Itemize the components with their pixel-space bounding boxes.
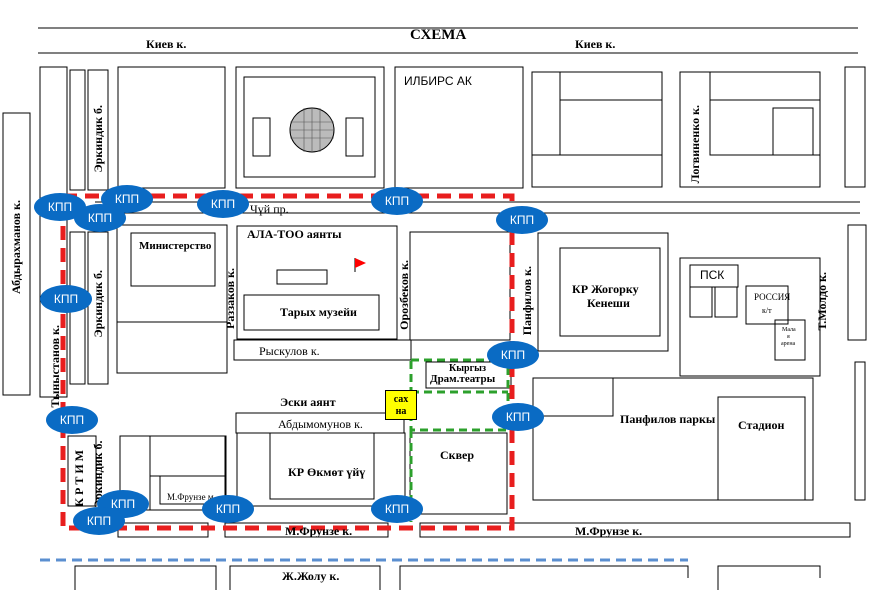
place-old-square: Эски аянт <box>280 395 336 409</box>
museum-building <box>243 294 380 331</box>
ryskulov-street <box>233 339 412 361</box>
government-building <box>269 432 375 500</box>
place-ministry: Министерство <box>139 240 212 252</box>
street-ryskulov: Рыскулов к. <box>259 344 320 358</box>
street-tynystanov: Тыныстанов к. <box>48 325 62 408</box>
square-block <box>409 432 508 515</box>
checkpoint-marker[interactable]: КПП <box>496 206 548 234</box>
checkpoint-marker[interactable]: КПП <box>492 403 544 431</box>
street-jolu: Ж.Жолу к. <box>282 569 340 583</box>
ilbirs-block <box>235 66 385 189</box>
frunze-museum <box>159 475 226 505</box>
place-small-line2: я <box>787 334 790 340</box>
street-logvinenko: Логвиненко к. <box>688 105 702 184</box>
place-panfilov-park: Панфилов паркы <box>620 412 716 426</box>
street-abdrakhmanov: Абдырахманов к. <box>9 200 23 294</box>
psk-building <box>689 264 739 288</box>
street-erkindik-top: Эркиндик б. <box>91 105 105 173</box>
place-drama-line1: Кыргыз <box>449 363 486 374</box>
place-square: Сквер <box>440 448 475 462</box>
place-stadium: Стадион <box>738 418 785 432</box>
ministry-building <box>130 232 216 287</box>
checkpoint-marker[interactable]: КПП <box>40 285 92 313</box>
place-psk: ПСК <box>700 268 725 282</box>
place-museum: Тарых музейи <box>280 305 357 319</box>
checkpoint-marker[interactable]: КПП <box>371 495 423 523</box>
russia-cinema <box>745 285 789 325</box>
street-razzakov: Раззаков к. <box>223 268 237 329</box>
street-t-moldo: Т.Молдо к. <box>815 272 829 331</box>
place-russia-line1: РОССИЯ <box>754 292 791 302</box>
place-government: КР Өкмөт үйү <box>288 465 366 479</box>
checkpoint-marker[interactable]: КПП <box>487 341 539 369</box>
checkpoint-marker[interactable]: КПП <box>202 495 254 523</box>
street-chui: Чүй пр. <box>250 202 289 216</box>
checkpoint-marker[interactable]: КПП <box>371 187 423 215</box>
place-russia-line2: к/т <box>762 306 772 315</box>
place-ilbirs: ИЛБИРС АК <box>404 74 472 88</box>
checkpoint-marker[interactable]: КПП <box>73 507 125 535</box>
checkpoint-marker[interactable]: КПП <box>97 490 149 518</box>
street-orozbekov: Орозбеков к. <box>397 260 411 330</box>
street-kr-tim: К Р Т И М <box>72 450 86 507</box>
stadium-building <box>717 396 806 501</box>
street-erkindik-mid: Эркиндик б. <box>91 270 105 338</box>
street-kiev-right: Киев к. <box>575 37 616 51</box>
flag-icon <box>355 258 366 268</box>
street-frunze-mid: М.Фрунзе к. <box>285 524 353 538</box>
jogorku-building <box>559 247 661 337</box>
street-kiev-left: Киев к. <box>146 37 187 51</box>
stage-marker: сах на <box>385 390 417 420</box>
checkpoint-marker[interactable]: КПП <box>74 204 126 232</box>
stage-line1: сах <box>393 394 409 405</box>
ala-too-block <box>236 225 398 340</box>
left-building <box>2 112 31 396</box>
place-small-line3: арена <box>781 341 796 347</box>
checkpoint-marker[interactable]: КПП <box>46 406 98 434</box>
street-frunze-right: М.Фрунзе к. <box>575 524 643 538</box>
panfilov-park <box>532 377 814 501</box>
block-top-left <box>117 66 226 189</box>
place-small-line1: Мала <box>782 327 796 333</box>
street-panfilov: Панфилов к. <box>520 266 534 336</box>
stage-line2: на <box>395 406 407 417</box>
map-title: СХЕМА <box>410 27 467 43</box>
place-jogorku-line1: КР Жогорку <box>572 282 639 296</box>
place-ala-too: АЛА-ТОО аянты <box>247 227 342 241</box>
checkpoint-marker[interactable]: КПП <box>197 190 249 218</box>
place-jogorku-line2: Кенеши <box>587 296 630 310</box>
place-drama-line2: Драм.театры <box>430 373 496 385</box>
place-frunze-museum: М.Фрунзе м <box>167 492 214 502</box>
security-perimeter <box>60 193 515 531</box>
street-abdymomunov: Абдымомунов к. <box>278 417 363 431</box>
block-left-outer <box>39 66 68 398</box>
